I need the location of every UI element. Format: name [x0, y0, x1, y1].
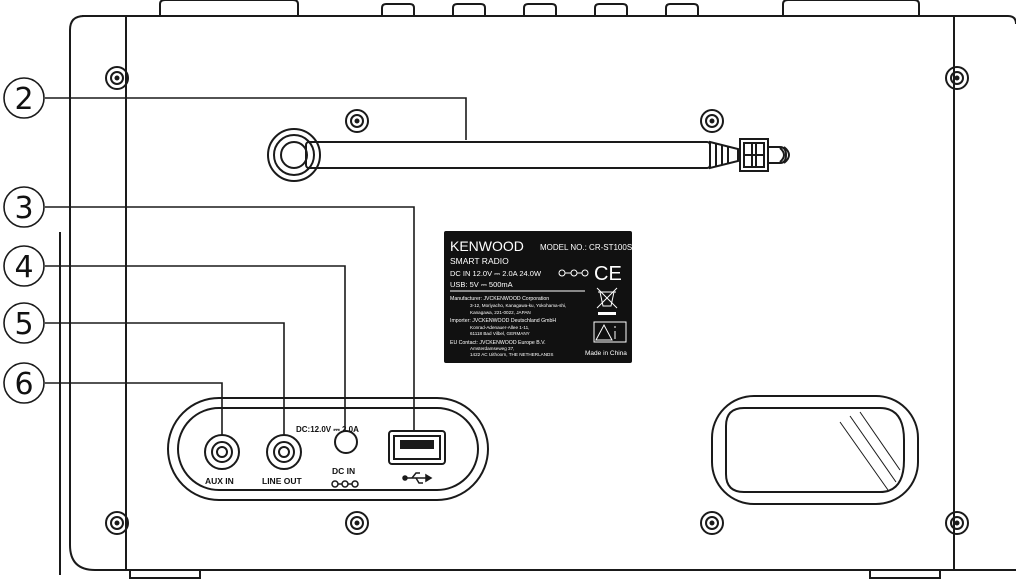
made-in-text: Made in China	[585, 350, 627, 357]
callout-leader-line	[45, 382, 223, 436]
port-panel-inner	[177, 407, 479, 491]
callout-circle	[3, 245, 45, 287]
rating-label-plate	[444, 231, 632, 363]
usb-icon	[402, 472, 433, 484]
screw	[700, 511, 724, 535]
importer-line-3: 61118 Bad Vilbel, GERMANY	[470, 331, 530, 336]
callout-number: 5	[14, 307, 33, 342]
aux-in-jack	[204, 434, 240, 470]
aux-in-label: AUX IN	[205, 476, 234, 486]
ce-mark: CE	[594, 263, 622, 285]
callout-2: 2	[3, 77, 467, 140]
callout-leader-line	[45, 265, 346, 432]
model-number: MODEL NO.: CR-ST100S	[540, 243, 632, 252]
screw	[945, 511, 969, 535]
screw	[700, 109, 724, 133]
telescopic-antenna	[267, 128, 790, 182]
callout-3: 3	[3, 186, 415, 432]
callout-number: 4	[14, 250, 33, 285]
manufacturer-line-1: Manufacturer: JVCKENWOOD Corporation	[450, 296, 549, 302]
callout-circle	[3, 77, 45, 119]
callouts: 2 3 4 5 6	[3, 77, 467, 436]
callout-leader-line	[45, 97, 467, 140]
eu-contact-line-1: EU Contact: JVCKENWOOD Europe B.V.	[450, 340, 546, 346]
callout-circle	[3, 302, 45, 344]
eu-contact-line-3: 1422 AC Uithoorn, THE NETHERLANDS	[470, 352, 553, 357]
callout-circle	[3, 362, 45, 404]
weee-bar	[598, 312, 616, 315]
callout-leader-line	[45, 322, 285, 436]
usb-rating-text: USB: 5V ⎓ 500mA	[450, 280, 513, 289]
callout-4: 4	[3, 245, 346, 432]
polarity-symbol	[558, 269, 589, 277]
screw	[105, 66, 129, 90]
weee-bin-icon	[596, 287, 618, 309]
manufacturer-line-2: 3-12, Moriyacho, Kanagawa-ku, Yokohama-s…	[470, 303, 566, 308]
manual-info-icon	[593, 321, 627, 343]
usb-port	[388, 430, 446, 465]
callout-number: 6	[14, 367, 33, 402]
screw	[945, 66, 969, 90]
brand-logo: KENWOOD	[450, 238, 524, 254]
line-out-label: LINE OUT	[262, 476, 302, 486]
port-panel	[167, 397, 489, 501]
manufacturer-line-3: Kanagawa, 221-0022, JAPAN	[470, 310, 531, 315]
eu-contact-line-2: Amsterdamseweg 37,	[470, 346, 514, 351]
product-name: SMART RADIO	[450, 256, 509, 266]
feet	[129, 570, 941, 579]
importer-line-2: Konrad-Adenauer-Allee 1-11,	[470, 325, 529, 330]
callout-number: 2	[14, 82, 33, 117]
port-panel-outer	[167, 397, 489, 501]
top-tabs	[159, 0, 920, 16]
callout-circle	[3, 186, 45, 228]
callout-5: 5	[3, 302, 285, 436]
importer-line-1: Importer: JVCKENWOOD Deutschland GmbH	[450, 318, 556, 324]
callout-6: 6	[3, 362, 223, 436]
screw	[345, 109, 369, 133]
screw	[105, 511, 129, 535]
dc-in-jack	[334, 430, 358, 454]
screw	[345, 511, 369, 535]
screws	[105, 66, 969, 535]
carry-handle-opening	[711, 395, 919, 505]
callout-leader-line	[45, 206, 415, 432]
dc-rating-text: DC IN 12.0V ⎓ 2.0A 24.0W	[450, 269, 542, 278]
rating-label: KENWOOD MODEL NO.: CR-ST100S SMART RADIO…	[444, 231, 632, 363]
dc-in-label: DC IN	[332, 466, 355, 476]
callout-number: 3	[14, 191, 33, 226]
dc-polarity-symbol	[331, 480, 359, 488]
dc-rating-print: DC:12.0V ⎓ 2.0A	[296, 425, 359, 434]
line-out-jack	[266, 434, 302, 470]
